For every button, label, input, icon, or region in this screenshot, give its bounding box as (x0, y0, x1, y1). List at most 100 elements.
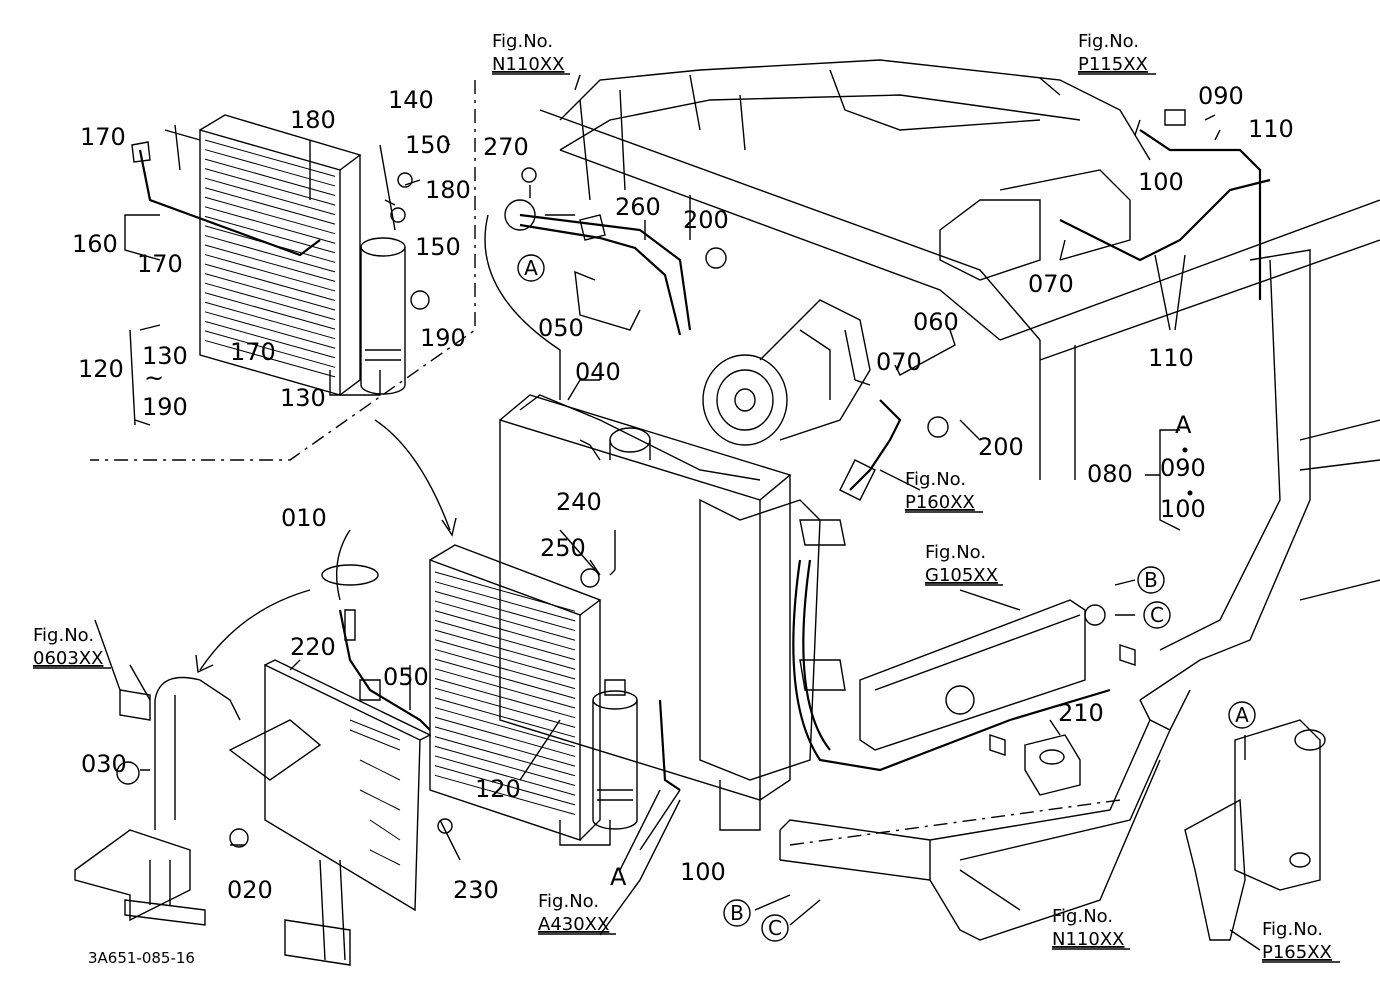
fin-line (204, 311, 336, 349)
fin-line (434, 726, 576, 767)
part-label: 110 (1248, 115, 1294, 143)
part-label: 170 (230, 338, 276, 366)
fig-ref-number: P115XX (1078, 54, 1148, 75)
main-condenser (429, 544, 611, 846)
fin-line (434, 745, 576, 786)
circle-marker-ring (761, 914, 789, 942)
part-label: 050 (538, 314, 584, 342)
part-label: 140 (388, 86, 434, 114)
fin-line (204, 254, 336, 292)
fin-line (204, 215, 336, 254)
fin-line (434, 658, 576, 699)
part-label: 070 (876, 348, 922, 376)
fin-line (204, 244, 336, 282)
fin-line (204, 206, 336, 244)
fin-line (434, 678, 576, 719)
fin-line (204, 196, 336, 235)
part-label: 200 (978, 433, 1024, 461)
part-label: 120 (475, 775, 521, 803)
part-label: 240 (556, 488, 602, 516)
part-label: 050 (383, 663, 429, 691)
part-label: 190 (142, 393, 188, 421)
fig-ref-title: Fig.No. (538, 891, 599, 912)
fig-ref-number: P165XX (1262, 942, 1332, 963)
fin-line (434, 600, 576, 641)
fin-line (204, 139, 336, 177)
part-label: 190 (420, 324, 466, 352)
part-label: 100 (1160, 495, 1206, 523)
fin-line (434, 639, 576, 680)
chassis-frame (539, 59, 1380, 701)
fin-line (434, 687, 576, 728)
part-label: 120 (78, 355, 124, 383)
fin-line (204, 330, 336, 368)
fin-line (204, 234, 336, 273)
fin-line (204, 282, 336, 321)
fin-line (204, 187, 336, 225)
circle-marker-ring (1228, 701, 1256, 729)
part-label: 170 (80, 123, 126, 151)
circle-marker-letter: B (730, 901, 744, 925)
fin-line (434, 619, 576, 661)
bullet-dot (1182, 447, 1188, 453)
bullet-dot (1187, 490, 1193, 496)
part-label: 010 (281, 504, 327, 532)
fig-ref-title: Fig.No. (1262, 919, 1323, 940)
hood-frame (74, 676, 351, 966)
part-label: 130 (280, 384, 326, 412)
main-receiver-drier (592, 679, 638, 830)
part-label: 170 (137, 250, 183, 278)
fig-ref-number: 0603XX (33, 648, 103, 669)
fin-line (434, 590, 576, 632)
assembly-arrows (195, 419, 457, 674)
condenser-bracket (859, 599, 1136, 756)
fig-ref-title: Fig.No. (925, 542, 986, 563)
inset-pipe (131, 141, 321, 257)
part-label: 180 (425, 176, 471, 204)
part-label: 200 (683, 206, 729, 234)
part-label: 100 (680, 858, 726, 886)
refrigerant-hoses (321, 109, 1271, 791)
front-grille (228, 659, 432, 912)
fin-line (434, 697, 576, 738)
fin-line (204, 339, 336, 378)
fin-line (204, 320, 336, 359)
fin-line (434, 581, 576, 622)
part-label: 090 (1198, 82, 1244, 110)
part-label: 030 (81, 750, 127, 778)
fin-line (434, 629, 576, 670)
compressor (702, 299, 871, 446)
part-label: 250 (540, 534, 586, 562)
inset-receiver-drier (360, 144, 430, 395)
fin-line (204, 273, 336, 311)
part-label: 020 (227, 876, 273, 904)
circle-marker-ring (723, 899, 751, 927)
part-label: 110 (1148, 344, 1194, 372)
circle-marker-ring (1137, 566, 1165, 594)
part-label: A (610, 863, 627, 891)
fig-ref-title: Fig.No. (1052, 906, 1113, 927)
circle-marker-letter: C (768, 916, 782, 940)
circle-marker-letter: A (524, 256, 538, 280)
circle-marker-letter: A (1235, 703, 1249, 727)
part-label: 070 (1028, 270, 1074, 298)
bolts (116, 167, 949, 848)
fin-line (204, 177, 336, 216)
fin-line (204, 292, 336, 330)
part-label: 080 (1087, 460, 1133, 488)
part-label: 150 (415, 233, 461, 261)
radiator (499, 394, 821, 831)
part-label: 180 (290, 106, 336, 134)
part-label: 150 (405, 131, 451, 159)
inset-condenser (199, 114, 381, 396)
inset-boundary (90, 80, 476, 461)
fin-line (204, 301, 336, 340)
fin-line (434, 765, 576, 806)
fin-line (434, 716, 576, 757)
fin-line (434, 610, 576, 651)
fin-line (204, 168, 336, 206)
fig-ref-number: A430XX (538, 914, 609, 935)
